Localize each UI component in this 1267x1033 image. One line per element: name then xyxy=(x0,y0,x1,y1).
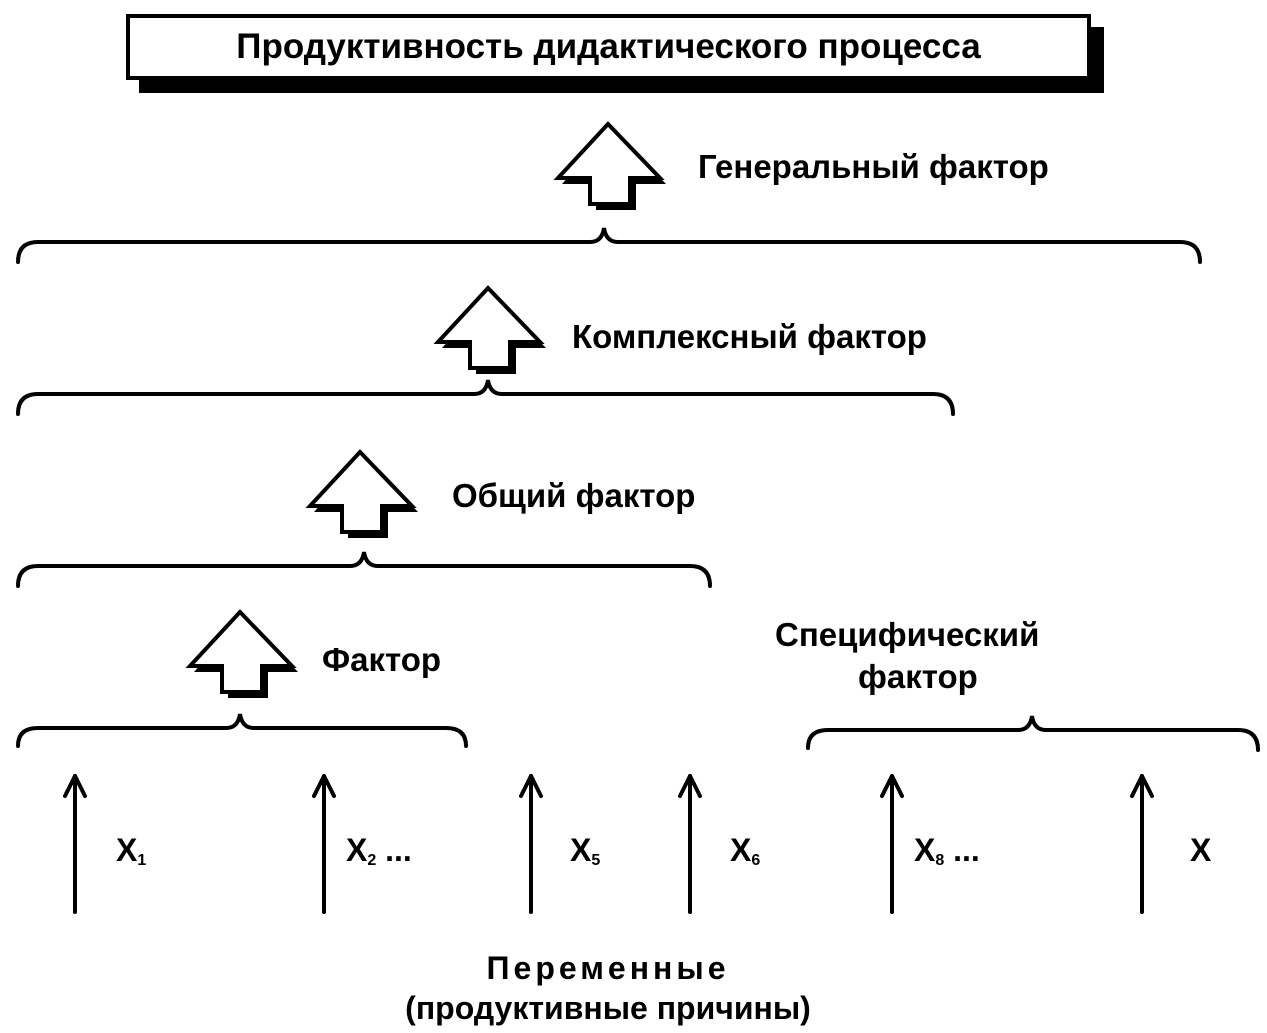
variable-label: X8 ... xyxy=(914,832,980,869)
block-arrow-complex xyxy=(433,285,546,374)
label-general-factor: Генеральный фактор xyxy=(698,148,1049,185)
variable-label: X xyxy=(1190,832,1212,868)
label-specific-factor-line2: фактор xyxy=(858,658,978,695)
variable-arrow-1 xyxy=(63,774,87,914)
variable-label: X6 xyxy=(730,832,761,869)
variable-label: X1 xyxy=(116,832,147,869)
label-specific-factor-line1: Специфический xyxy=(775,616,1040,653)
brace-general xyxy=(16,227,1202,264)
brace-factor xyxy=(16,713,468,748)
brace-complex xyxy=(16,379,955,416)
variable-label: X5 xyxy=(570,832,601,869)
title-box: Продуктивность дидактического процесса xyxy=(126,14,1091,80)
variable-arrow-2 xyxy=(312,774,336,914)
block-arrow-factor xyxy=(185,609,298,698)
label-common-factor: Общий фактор xyxy=(452,477,696,514)
footer-productive-causes: (продуктивные причины) xyxy=(405,990,811,1026)
variable-arrow-4 xyxy=(678,774,702,914)
label-factor: Фактор xyxy=(322,641,442,678)
variable-label: X2 ... xyxy=(346,832,412,869)
variable-arrow-6 xyxy=(1130,774,1154,914)
label-complex-factor: Комплексный фактор xyxy=(572,318,927,355)
brace-common xyxy=(16,551,712,588)
diagram-title: Продуктивность дидактического процесса xyxy=(236,27,981,66)
brace-specific xyxy=(806,715,1260,752)
block-arrow-general xyxy=(553,121,666,210)
variable-arrow-5 xyxy=(880,774,904,914)
footer-variables: Переменные xyxy=(486,950,730,986)
block-arrow-common xyxy=(305,449,418,538)
variable-arrow-3 xyxy=(519,774,543,914)
